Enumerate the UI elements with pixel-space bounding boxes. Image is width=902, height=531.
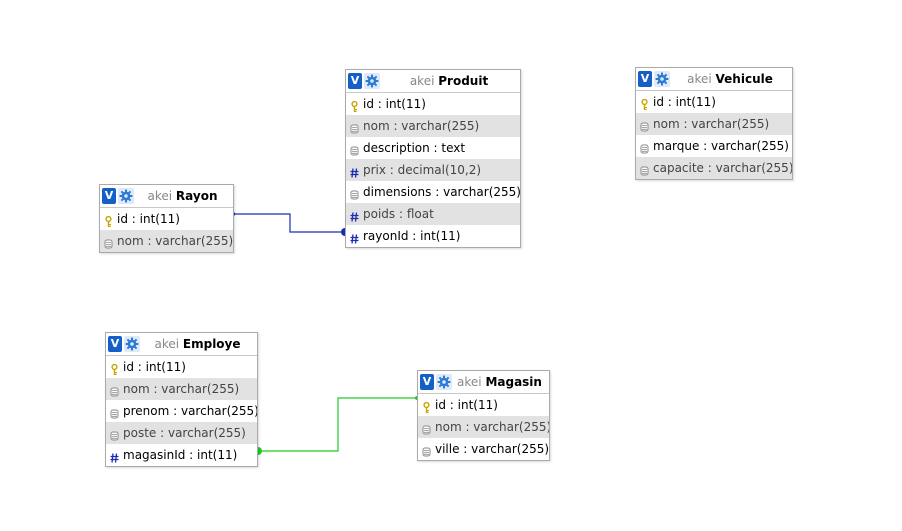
column-icon [104,235,113,249]
key-icon [422,399,431,413]
toggle-columns-button[interactable]: V [420,374,434,390]
table-title: akei Employe [142,333,253,355]
table-rayon[interactable]: V akei Rayon id : int(11) nom : varchar(… [99,184,234,253]
column-icon [110,427,119,441]
toggle-columns-button[interactable]: V [108,336,122,352]
relation-end-dot-employe [258,447,262,455]
table-title: akei Vehicule [672,68,788,90]
table-produit[interactable]: V akei Produit id : int(11) nom : varcha… [345,69,521,248]
gear-icon[interactable] [654,71,670,87]
table-name: Magasin [485,375,542,389]
table-title: akei Produit [382,70,516,92]
table-name: Rayon [175,189,218,203]
hash-icon [350,164,359,178]
column-icon [350,120,359,134]
database-name: akei [147,189,173,203]
key-icon [640,96,649,110]
column-icon [422,443,431,457]
key-icon [350,98,359,112]
column-row[interactable]: id : int(11) [636,91,792,113]
toggle-columns-button[interactable]: V [348,73,362,89]
column-row[interactable]: id : int(11) [106,356,257,378]
hash-icon [350,208,359,222]
column-row[interactable]: nom : varchar(255) [636,113,792,135]
toggle-columns-button[interactable]: V [638,71,652,87]
column-row[interactable]: nom : varchar(255) [346,115,520,137]
column-row[interactable]: rayonId : int(11) [346,225,520,247]
key-icon [110,361,119,375]
column-row[interactable]: nom : varchar(255) [100,230,233,252]
column-row[interactable]: dimensions : varchar(255) [346,181,520,203]
toggle-columns-button[interactable]: V [102,188,116,204]
table-magasin[interactable]: V akei Magasin id : int(11) nom : varcha… [417,370,550,461]
table-header[interactable]: V akei Vehicule [636,68,792,91]
column-icon [110,405,119,419]
column-row[interactable]: id : int(11) [100,208,233,230]
table-vehicule[interactable]: V akei Vehicule id : int(11) nom : varch… [635,67,793,180]
column-row[interactable]: id : int(11) [418,394,549,416]
column-row[interactable]: nom : varchar(255) [418,416,549,438]
column-icon [640,140,649,154]
column-row[interactable]: prix : decimal(10,2) [346,159,520,181]
column-icon [422,421,431,435]
relation-employe-magasin [258,396,419,455]
column-icon [640,162,649,176]
relation-line-magasin [258,397,417,452]
gear-icon[interactable] [436,374,452,390]
database-name: akei [687,72,712,86]
table-title: akei Magasin [454,371,545,393]
column-row[interactable]: magasinId : int(11) [106,444,257,466]
column-row[interactable]: id : int(11) [346,93,520,115]
column-icon [350,142,359,156]
table-title: akei Rayon [136,185,229,207]
table-header[interactable]: V akei Magasin [418,371,549,394]
table-name: Vehicule [715,72,773,86]
database-name: akei [457,375,482,389]
gear-icon[interactable] [124,336,140,352]
column-icon [110,383,119,397]
relation-produit-rayon [231,212,345,236]
column-row[interactable]: poids : float [346,203,520,225]
hash-icon [110,449,119,463]
table-header[interactable]: V akei Rayon [100,185,233,208]
column-row[interactable]: marque : varchar(255) [636,135,792,157]
gear-icon[interactable] [364,73,380,89]
database-name: akei [409,74,435,88]
column-icon [350,186,359,200]
column-row[interactable]: capacite : varchar(255) [636,157,792,179]
table-header[interactable]: V akei Produit [346,70,520,93]
hash-icon [350,230,359,244]
column-row[interactable]: ville : varchar(255) [418,438,549,460]
column-icon [640,118,649,132]
gear-icon[interactable] [118,188,134,204]
column-row[interactable]: poste : varchar(255) [106,422,257,444]
column-row[interactable]: description : text [346,137,520,159]
table-employe[interactable]: V akei Employe id : int(11) nom : varcha… [105,332,258,467]
table-name: Produit [438,74,489,88]
key-icon [104,213,113,227]
table-name: Employe [182,337,241,351]
table-header[interactable]: V akei Employe [106,333,257,356]
relation-line-rayon [233,213,344,233]
column-row[interactable]: prenom : varchar(255) [106,400,257,422]
database-name: akei [154,337,180,351]
column-row[interactable]: nom : varchar(255) [106,378,257,400]
